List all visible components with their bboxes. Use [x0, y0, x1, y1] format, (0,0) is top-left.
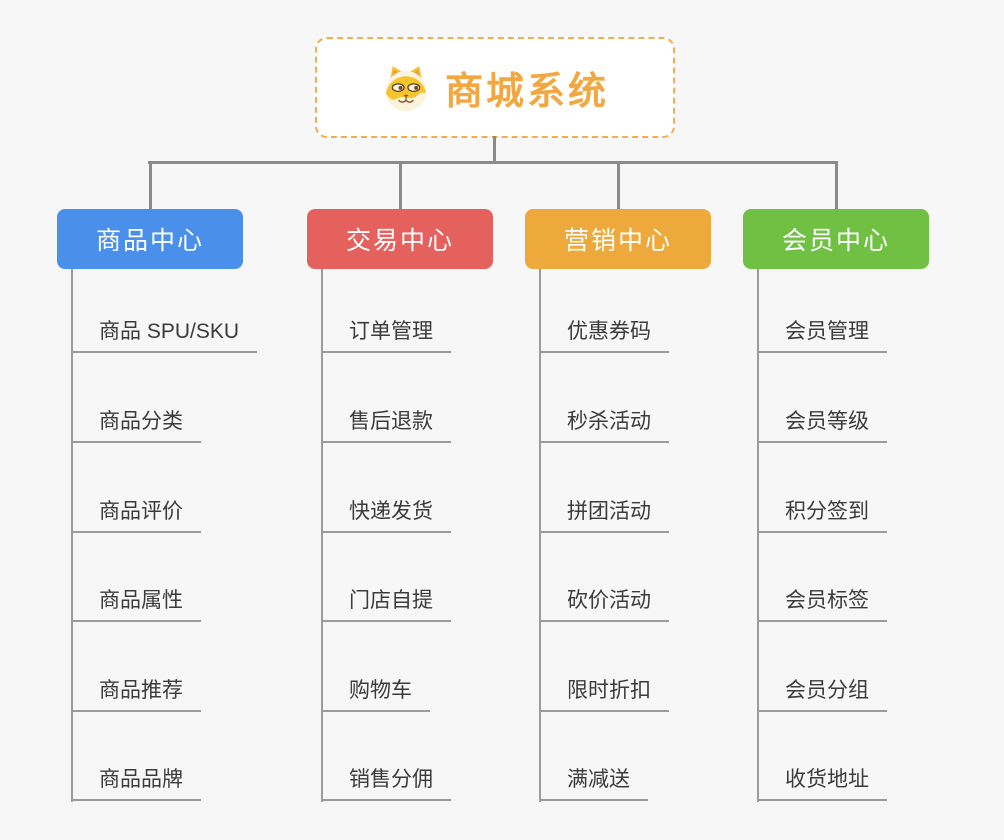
connector-horizontal-bar — [148, 161, 838, 164]
connector-branch-stub-marketing-center — [617, 161, 620, 209]
leaf-node-product-center-3[interactable]: 商品属性 — [71, 586, 201, 622]
branch-node-product-center[interactable]: 商品中心 — [57, 209, 243, 269]
doge-icon — [381, 63, 431, 113]
connector-children-line-marketing-center — [539, 269, 541, 802]
leaf-node-trade-center-3[interactable]: 门店自提 — [321, 586, 451, 622]
leaf-node-member-center-3[interactable]: 会员标签 — [757, 586, 887, 622]
branch-node-trade-center[interactable]: 交易中心 — [307, 209, 493, 269]
leaf-node-marketing-center-0[interactable]: 优惠券码 — [539, 317, 669, 353]
connector-root-drop — [493, 136, 496, 163]
branch-node-marketing-center[interactable]: 营销中心 — [525, 209, 711, 269]
leaf-node-member-center-1[interactable]: 会员等级 — [757, 407, 887, 443]
leaf-node-marketing-center-5[interactable]: 满减送 — [539, 765, 648, 801]
leaf-node-product-center-0[interactable]: 商品 SPU/SKU — [71, 317, 258, 353]
leaf-node-member-center-5[interactable]: 收货地址 — [757, 765, 887, 801]
leaf-node-trade-center-1[interactable]: 售后退款 — [321, 407, 451, 443]
leaf-node-product-center-5[interactable]: 商品品牌 — [71, 765, 201, 801]
connector-children-line-trade-center — [321, 269, 323, 802]
root-node-mall-system[interactable]: 商城系统 — [315, 37, 675, 138]
leaf-node-member-center-0[interactable]: 会员管理 — [757, 317, 887, 353]
leaf-node-member-center-2[interactable]: 积分签到 — [757, 497, 887, 533]
branch-node-member-center[interactable]: 会员中心 — [743, 209, 929, 269]
leaf-node-product-center-4[interactable]: 商品推荐 — [71, 676, 201, 712]
leaf-node-marketing-center-2[interactable]: 拼团活动 — [539, 497, 669, 533]
root-title: 商城系统 — [444, 71, 609, 113]
leaf-node-trade-center-5[interactable]: 销售分佣 — [321, 765, 451, 801]
leaf-node-member-center-4[interactable]: 会员分组 — [757, 676, 887, 712]
leaf-node-marketing-center-1[interactable]: 秒杀活动 — [539, 407, 669, 443]
leaf-node-product-center-2[interactable]: 商品评价 — [71, 497, 201, 533]
connector-children-line-product-center — [71, 269, 73, 802]
leaf-node-product-center-1[interactable]: 商品分类 — [71, 407, 201, 443]
leaf-node-trade-center-2[interactable]: 快递发货 — [321, 497, 451, 533]
connector-branch-stub-member-center — [835, 161, 838, 209]
connector-children-line-member-center — [757, 269, 759, 802]
connector-branch-stub-product-center — [149, 161, 152, 209]
leaf-node-trade-center-0[interactable]: 订单管理 — [321, 317, 451, 353]
connector-branch-stub-trade-center — [399, 161, 402, 209]
leaf-node-marketing-center-4[interactable]: 限时折扣 — [539, 676, 669, 712]
leaf-node-trade-center-4[interactable]: 购物车 — [321, 676, 430, 712]
leaf-node-marketing-center-3[interactable]: 砍价活动 — [539, 586, 669, 622]
